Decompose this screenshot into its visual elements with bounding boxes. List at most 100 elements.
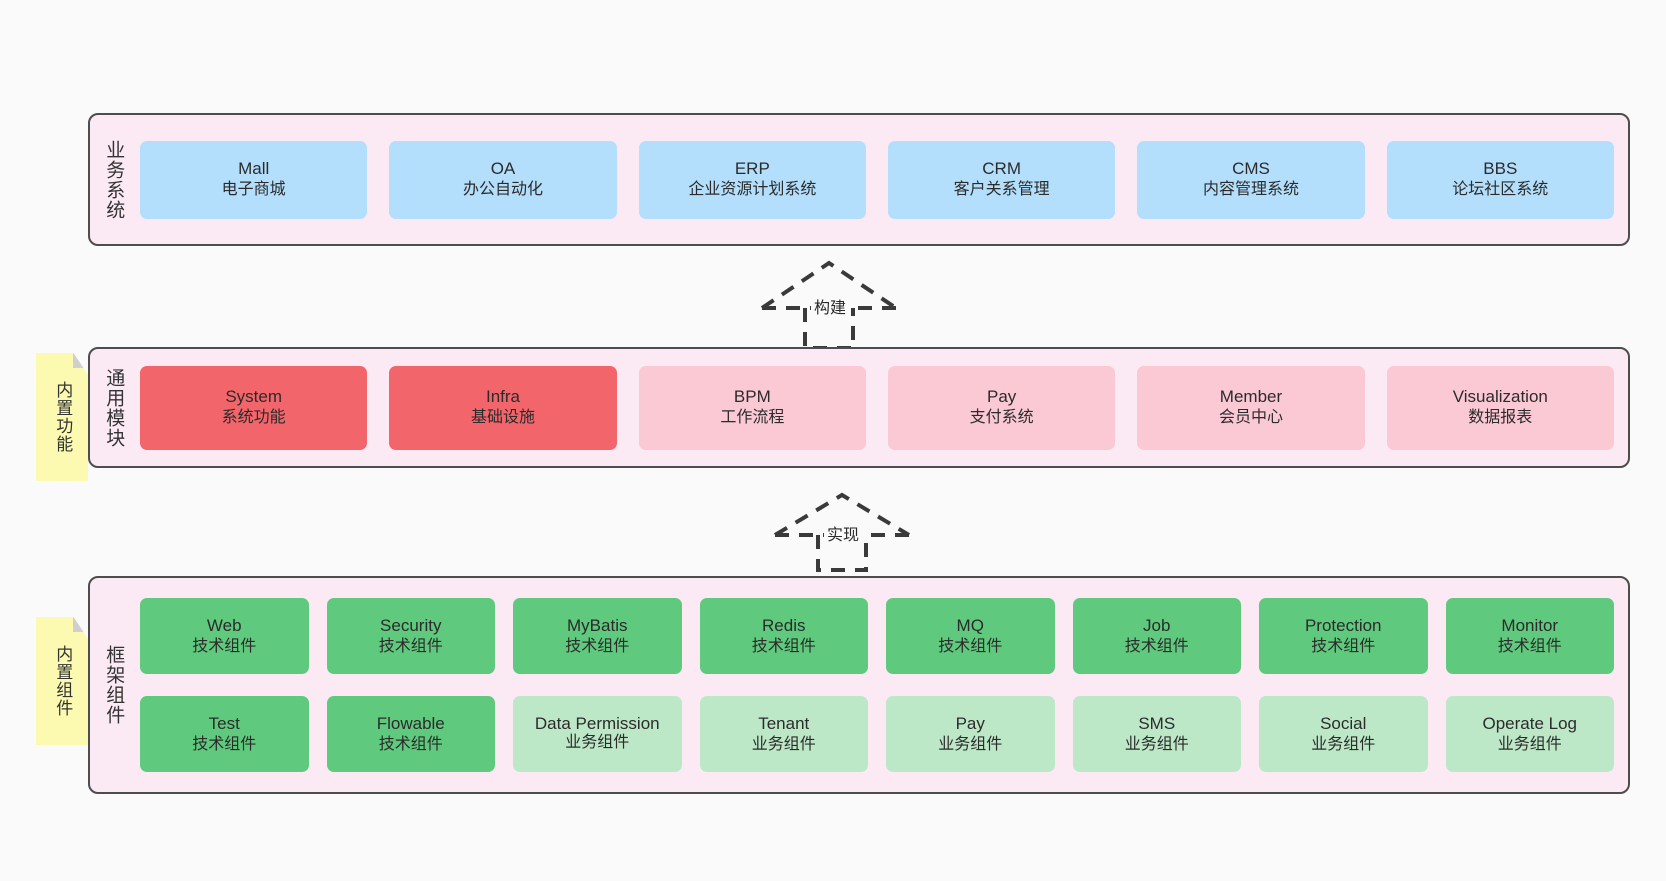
card-subtitle: 业务组件 xyxy=(1311,735,1376,753)
card-title: SMS xyxy=(1138,713,1176,733)
implement-arrow: 实现 xyxy=(770,490,915,572)
card-title: Monitor xyxy=(1501,615,1559,635)
card-subtitle: 企业资源计划系统 xyxy=(688,181,817,199)
card-subtitle: 业务组件 xyxy=(938,735,1003,753)
business-card-mall[interactable]: Mall 电子商城 xyxy=(140,140,368,219)
card-subtitle: 工作流程 xyxy=(720,409,785,427)
framework-card-operate-log[interactable]: Operate Log 业务组件 xyxy=(1445,696,1614,772)
layer-title-common-module: 通用模块 xyxy=(103,367,125,448)
framework-biz-row: Test 技术组件 Flowable 技术组件 Data Permission … xyxy=(140,696,1614,772)
layer-framework-component: 框架组件 Web 技术组件 Security 技术组件 MyBatis 技术组件… xyxy=(88,576,1630,794)
framework-card-web[interactable]: Web 技术组件 xyxy=(140,598,309,674)
layer-business-system: 业务系统 Mall 电子商城 OA 办公自动化 ERP 企业资源计划系统 CRM… xyxy=(88,113,1630,246)
layer-title-business-system: 业务系统 xyxy=(103,139,125,220)
card-title: MQ xyxy=(956,615,984,635)
layer-body-framework-component: Web 技术组件 Security 技术组件 MyBatis 技术组件 Redi… xyxy=(136,578,1628,792)
card-title: Pay xyxy=(955,713,985,733)
card-title: Infra xyxy=(485,387,520,407)
card-title: CRM xyxy=(982,159,1021,179)
layer-common-module: 通用模块 System 系统功能 Infra 基础设施 BPM 工作流程 Pay… xyxy=(88,347,1630,468)
framework-card-redis[interactable]: Redis 技术组件 xyxy=(699,598,868,674)
card-title: Operate Log xyxy=(1482,713,1577,733)
layer-body-common-module: System 系统功能 Infra 基础设施 BPM 工作流程 Pay 支付系统… xyxy=(136,349,1628,466)
note-fold-corner xyxy=(73,617,88,632)
framework-card-mq[interactable]: MQ 技术组件 xyxy=(886,598,1055,674)
card-subtitle: 系统功能 xyxy=(221,409,286,427)
module-card-bpm[interactable]: BPM 工作流程 xyxy=(638,365,866,450)
card-title: Social xyxy=(1320,713,1367,733)
card-subtitle: 技术组件 xyxy=(1497,637,1562,655)
implement-arrow-label: 实现 xyxy=(824,521,863,545)
business-card-oa[interactable]: OA 办公自动化 xyxy=(389,140,617,219)
card-title: Tenant xyxy=(758,713,810,733)
framework-card-test[interactable]: Test 技术组件 xyxy=(140,696,309,772)
card-title: Job xyxy=(1143,615,1171,635)
card-title: BPM xyxy=(733,387,771,407)
card-subtitle: 内容管理系统 xyxy=(1202,181,1299,199)
layer-body-business-system: Mall 电子商城 OA 办公自动化 ERP 企业资源计划系统 CRM 客户关系… xyxy=(136,115,1628,244)
module-card-pay[interactable]: Pay 支付系统 xyxy=(887,365,1116,450)
note-fold-corner xyxy=(73,353,88,368)
card-title: Visualization xyxy=(1452,387,1548,407)
card-subtitle: 支付系统 xyxy=(969,409,1034,427)
framework-card-social[interactable]: Social 业务组件 xyxy=(1259,696,1428,772)
card-subtitle: 电子商城 xyxy=(221,181,286,199)
build-arrow-label: 构建 xyxy=(811,294,850,318)
card-title: ERP xyxy=(734,159,770,179)
card-subtitle: 技术组件 xyxy=(565,637,630,655)
card-title: CMS xyxy=(1232,159,1270,179)
card-subtitle: 技术组件 xyxy=(1311,637,1376,655)
build-arrow: 构建 xyxy=(757,258,902,350)
card-subtitle: 办公自动化 xyxy=(462,181,543,199)
module-card-row: System 系统功能 Infra 基础设施 BPM 工作流程 Pay 支付系统… xyxy=(140,365,1614,450)
framework-tech-row: Web 技术组件 Security 技术组件 MyBatis 技术组件 Redi… xyxy=(140,598,1614,674)
framework-card-monitor[interactable]: Monitor 技术组件 xyxy=(1445,598,1614,674)
module-card-infra[interactable]: Infra 基础设施 xyxy=(389,365,617,450)
card-subtitle: 基础设施 xyxy=(470,409,535,427)
module-card-visualization[interactable]: Visualization 数据报表 xyxy=(1386,365,1614,450)
card-subtitle: 会员中心 xyxy=(1218,409,1283,427)
card-subtitle: 技术组件 xyxy=(378,637,443,655)
framework-card-flowable[interactable]: Flowable 技术组件 xyxy=(326,696,495,772)
card-subtitle: 业务组件 xyxy=(1124,735,1189,753)
card-subtitle: 业务组件 xyxy=(565,734,630,752)
business-card-bbs[interactable]: BBS 论坛社区系统 xyxy=(1386,140,1614,219)
card-subtitle: 数据报表 xyxy=(1468,409,1533,427)
card-title: OA xyxy=(490,159,516,179)
card-title: Web xyxy=(206,615,242,635)
card-subtitle: 技术组件 xyxy=(751,637,816,655)
business-card-cms[interactable]: CMS 内容管理系统 xyxy=(1137,140,1365,219)
card-subtitle: 客户关系管理 xyxy=(953,181,1050,199)
card-title: Member xyxy=(1219,387,1283,407)
framework-card-job[interactable]: Job 技术组件 xyxy=(1072,598,1241,674)
framework-card-security[interactable]: Security 技术组件 xyxy=(326,598,495,674)
card-title: BBS xyxy=(1483,159,1518,179)
business-card-erp[interactable]: ERP 企业资源计划系统 xyxy=(638,140,866,219)
card-subtitle: 业务组件 xyxy=(751,735,816,753)
card-subtitle: 技术组件 xyxy=(192,735,257,753)
card-title: Mall xyxy=(238,159,270,179)
card-title: Data Permission xyxy=(534,714,660,734)
framework-card-sms[interactable]: SMS 业务组件 xyxy=(1072,696,1241,772)
layer-title-framework-component: 框架组件 xyxy=(103,645,125,725)
card-subtitle: 业务组件 xyxy=(1497,735,1562,753)
framework-card-pay[interactable]: Pay 业务组件 xyxy=(886,696,1055,772)
card-subtitle: 技术组件 xyxy=(1124,637,1189,655)
framework-card-mybatis[interactable]: MyBatis 技术组件 xyxy=(513,598,682,674)
framework-card-protection[interactable]: Protection 技术组件 xyxy=(1259,598,1428,674)
card-title: Test xyxy=(208,713,240,733)
framework-card-data-permission[interactable]: Data Permission 业务组件 xyxy=(513,696,682,772)
business-card-crm[interactable]: CRM 客户关系管理 xyxy=(887,140,1116,219)
business-card-row: Mall 电子商城 OA 办公自动化 ERP 企业资源计划系统 CRM 客户关系… xyxy=(140,140,1614,219)
card-title: Security xyxy=(380,615,442,635)
card-title: MyBatis xyxy=(567,615,628,635)
card-title: Pay xyxy=(987,387,1017,407)
framework-card-tenant[interactable]: Tenant 业务组件 xyxy=(699,696,868,772)
module-card-member[interactable]: Member 会员中心 xyxy=(1137,365,1365,450)
card-title: System xyxy=(225,387,282,407)
module-card-system[interactable]: System 系统功能 xyxy=(140,365,368,450)
note-builtin-component: 内置组件 xyxy=(36,617,88,745)
note-label: 内置功能 xyxy=(53,381,73,453)
card-title: Redis xyxy=(762,615,806,635)
